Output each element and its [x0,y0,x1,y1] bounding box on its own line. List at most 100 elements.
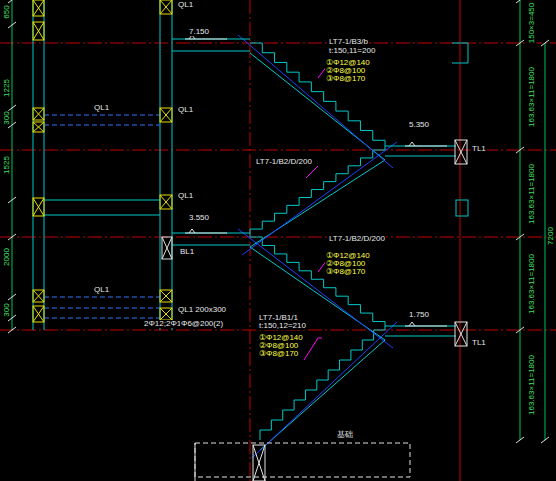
dimension-text: 300 [3,302,11,317]
dimension-tick [8,234,16,240]
level-line [0,43,556,44]
dimension-line [520,0,521,440]
column-section [33,306,44,322]
dimension-tick [8,327,16,333]
leader-lines [304,62,360,360]
landing-slab [385,336,456,337]
dimension-ticks [8,0,549,443]
landing-slab [172,51,250,52]
stair-spec: t:150,11=200 [328,47,376,55]
dimension-tick [8,22,16,28]
beam-label: QL1 [177,192,194,200]
ground-beam [253,445,265,481]
dimension-lines [12,0,545,440]
dimension-line [12,0,13,330]
elevation-mark [185,229,227,233]
stair-label: LT7-1/B1/1 [258,314,299,322]
bl-beam [162,237,172,259]
stair-slab-line [238,35,393,168]
dimension-line [545,43,546,440]
stair-steps [250,43,385,150]
stair-label: LT7-1/B3/b [328,38,369,46]
stair-slab-line [238,229,393,348]
column-line [33,0,34,330]
dimension-text: 163.63×11=1800 [528,354,536,416]
column-section [160,108,172,122]
column-section [33,122,44,132]
column-section [33,198,44,216]
dimension-tick [541,40,549,46]
column-section [33,22,44,40]
dimension-tick [8,0,16,3]
elevation-text: 3.550 [188,214,210,222]
column-section [160,0,172,14]
dimension-text: 2000 [3,247,11,267]
column-section [33,290,44,302]
tl-beam [455,322,467,346]
dimension-tick [8,197,16,203]
dimension-text: 1225 [3,78,11,98]
column-section [160,290,172,302]
dimension-text: 150×3=450 [528,2,536,45]
beam-label: QL1 [93,286,110,294]
beam-label: BL1 [179,248,195,256]
column-section [160,108,172,122]
axis-line [460,0,461,481]
dimension-tick [516,234,524,240]
column-section [33,108,44,120]
column-section [33,108,44,120]
column-line [44,0,45,330]
column-sections [33,0,172,322]
beam-line [44,297,160,298]
column-section [33,122,44,132]
stair-slab-line [252,322,397,458]
rebar-callout: ①Φ12@140 [325,252,371,260]
elevation-text: 1.750 [408,311,430,319]
beam-label: QL1 [177,1,194,9]
dimension-text: 650 [3,4,11,19]
level-line [0,237,556,238]
beam-line [44,215,160,216]
column-section [456,200,468,216]
bl-beam [162,237,172,259]
rebar-callout: ②Φ8@100 [258,342,299,350]
dimension-tick [541,437,549,443]
rebar-callout: ②Φ8@100 [325,260,366,268]
landing-slab [385,156,456,157]
wall-columns [33,0,172,330]
leader-line [304,338,322,360]
column-section [160,195,172,209]
dimension-text: 163.63×11=1800 [528,163,536,225]
stair-flights [238,35,397,458]
beam-line [44,115,160,116]
rebar-note: Φ6@200(2) [180,320,224,328]
beam-line [44,318,160,319]
elevation-mark [405,322,447,326]
rebar-callout: ①Φ12@140 [258,334,304,342]
tl-beam [455,140,467,164]
elevation-text: 5.350 [408,121,430,129]
dimension-tick [516,0,524,3]
rebar-callout: ②Φ8@100 [325,67,366,75]
column-section [33,0,44,16]
stair-label: LT7-1/B2/D/200 [328,235,386,243]
rebar-callout: ③Φ8@170 [258,350,299,358]
rebar-callout: ③Φ8@170 [325,268,366,276]
foundation-outline [195,443,410,477]
column-section [33,0,44,16]
column-section [160,0,172,14]
dimension-tick [516,147,524,153]
elevation-mark [405,142,447,146]
column-section [33,306,44,322]
beam-line [44,125,160,126]
axis-line [250,0,251,481]
beam-label: TL1 [471,145,487,153]
dimension-text: 163.63×11=1800 [528,253,536,315]
rebar-callout: ③Φ8@170 [325,75,366,83]
beam-label: QL1 200x300 [177,306,227,314]
column-section [160,195,172,209]
elevation-text: 7.150 [188,28,210,36]
stair-steps [250,237,385,330]
